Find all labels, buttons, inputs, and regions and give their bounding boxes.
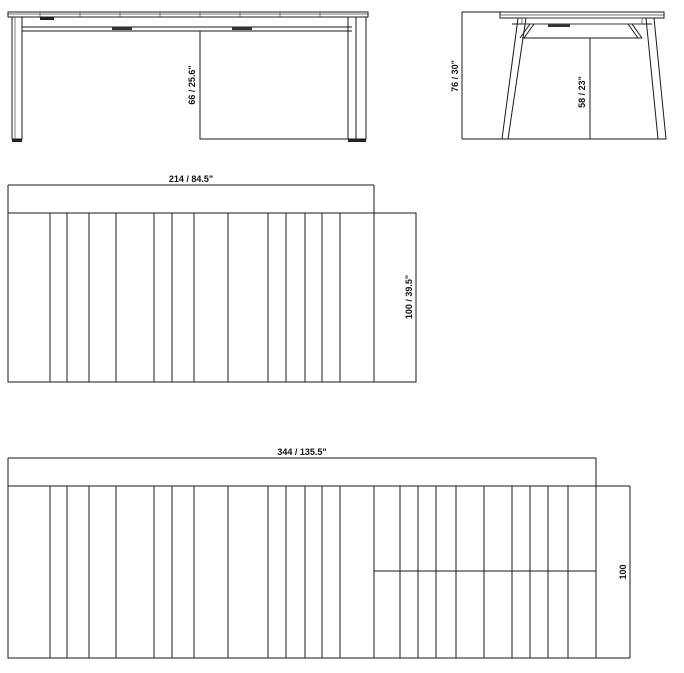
top-view-extended: 344 / 135.5" 100: [7, 447, 631, 659]
side-left-leg: [501, 17, 527, 140]
closed-depth-label: 100 / 39.5": [404, 275, 414, 319]
side-right-leg: [645, 17, 667, 140]
closed-top-slats: [49, 213, 375, 382]
extended-top-slats: [49, 486, 569, 658]
side-leg-height-label: 58 / 23": [577, 76, 587, 108]
front-height-label: 66 / 25.6": [187, 65, 197, 104]
extended-top-outline: [7, 485, 597, 659]
front-tabletop: [7, 11, 369, 18]
extended-length-label: 344 / 135.5": [277, 447, 326, 457]
closed-top-outline: [7, 212, 417, 383]
front-height-frame: [199, 30, 349, 140]
side-elevation-view: 76 / 30" 58 / 23": [450, 11, 667, 140]
front-bracket: [40, 17, 54, 20]
side-height-label: 76 / 30": [450, 60, 460, 92]
front-left-leg: [11, 16, 23, 140]
top-view-closed: 214 / 84.5" 100 / 39.5": [7, 174, 417, 383]
front-elevation-view: 66 / 25.6": [7, 11, 369, 142]
closed-length-label: 214 / 84.5": [169, 174, 213, 184]
front-right-leg: [347, 16, 357, 140]
extended-depth-label: 100: [618, 564, 628, 579]
